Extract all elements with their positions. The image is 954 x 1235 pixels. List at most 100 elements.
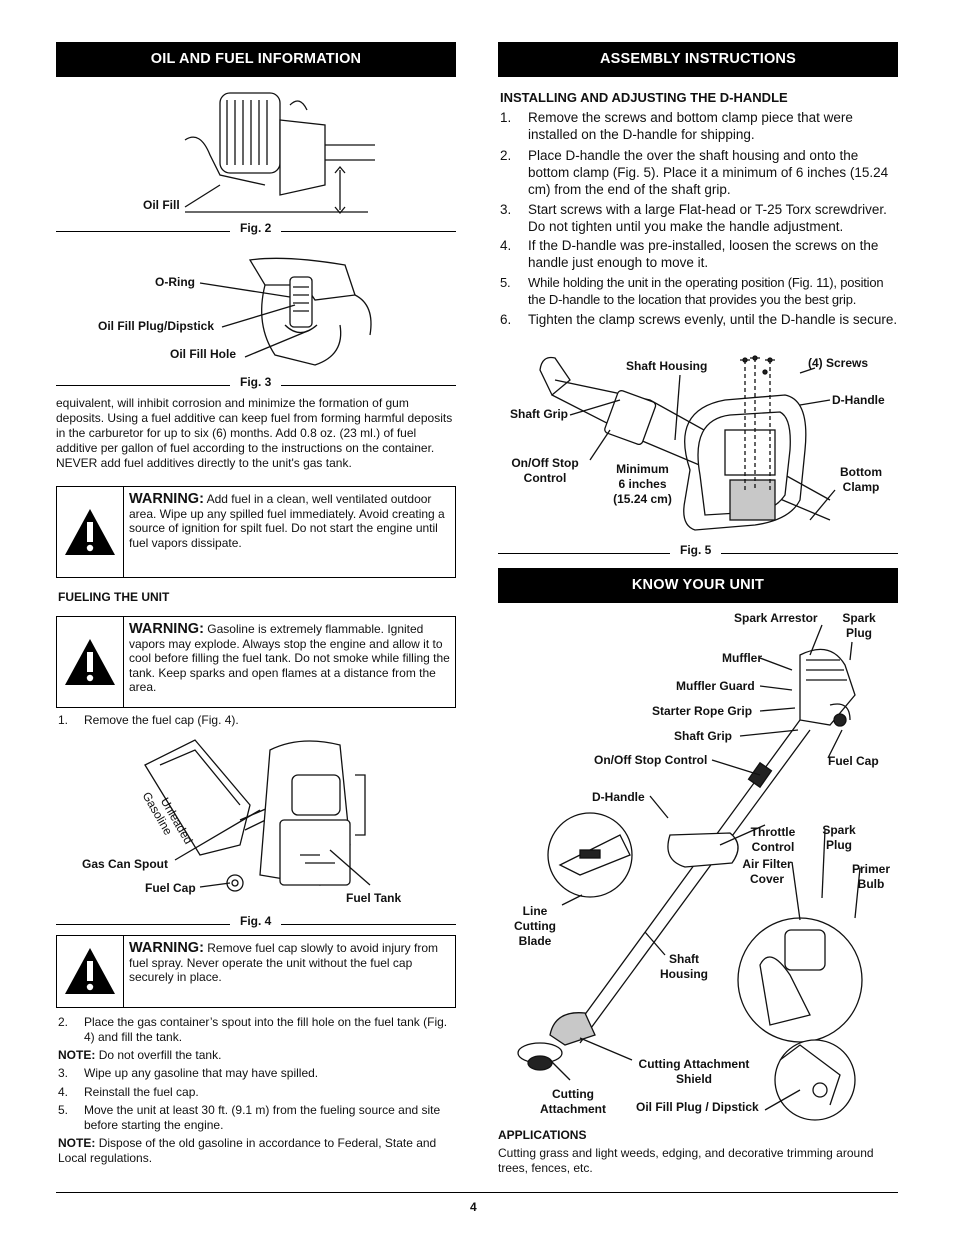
d-handle-label: D-Handle [592,790,645,804]
step-text: Tighten the clamp screws evenly, until t… [528,312,898,327]
step-text: While holding the unit in the operating … [528,275,884,307]
fig2-oil-fill-label: Oil Fill [143,198,180,212]
applications-title: APPLICATIONS [498,1128,587,1142]
note-overfill: NOTE: Do not overfill the tank. [58,1048,454,1063]
step-number: 1. [58,713,69,727]
min-line3: (15.24 cm) [613,492,672,506]
step-number: 5. [500,275,511,290]
step-3: 3. Wipe up any gasoline that may have sp… [58,1066,454,1081]
warning2-title: WARNING: [129,621,204,637]
starter-rope-label: Starter Rope Grip [652,704,753,718]
trimmer-overview-illustration [517,648,863,1121]
unit-leader-lines [549,624,861,1111]
primer-line1: Primer [851,862,891,876]
shaft-line1: Shaft [669,952,699,966]
spark-line1: Spark [842,611,876,625]
step-text: Remove the fuel cap (Fig. 4). [84,713,239,727]
fig3-plug-label: Oil Fill Plug/Dipstick [98,319,215,333]
onoff-line1: On/Off Stop [511,456,579,470]
spark-line2: Plug [846,626,872,640]
fueling-the-unit-title: FUELING THE UNIT [58,590,170,604]
step-text: Remove the screws and bottom clamp piece… [528,110,853,142]
assembly-step-6: 6. Tighten the clamp screws evenly, unti… [500,311,898,328]
warning-triangle-icon [57,487,124,577]
cut-line2: Attachment [539,1102,606,1116]
shield-line1: Cutting Attachment [638,1057,750,1071]
line-cutting-blade-label: Line Cutting Blade [508,904,562,949]
shaft-line2: Housing [660,967,708,981]
note-dispose: NOTE: Dispose of the old gasoline in acc… [58,1136,448,1166]
shaft-housing-label: Shaft Housing [654,952,714,982]
air-filter-label: Air Filter Cover [737,857,797,887]
page-number: 4 [470,1200,477,1214]
step-2: 2. Place the gas container’s spout into … [58,1015,448,1045]
step-text: Place the gas container’s spout into the… [84,1015,448,1044]
step-text: Start screws with a large Flat-head or T… [528,202,887,234]
footer-rule [56,1192,898,1193]
fig2-engine-illustration [184,92,375,215]
shield-line2: Shield [675,1072,712,1086]
cutting-attachment-label: Cutting Attachment [536,1087,610,1117]
fig4-tank-label: Fuel Tank [346,891,402,905]
fig5-minimum-label: Minimum 6 inches (15.24 cm) [605,462,680,507]
step-4: 4. Reinstall the fuel cap. [58,1085,454,1100]
applications-text: Cutting grass and light weeds, edging, a… [498,1146,874,1175]
fig5-d-handle-illustration [539,355,831,531]
step-number: 2. [58,1015,69,1029]
throttle-control-label: Throttle Control [745,825,801,855]
step-number: 3. [500,202,512,217]
min-line2: 6 inches [618,477,667,491]
warning3-text: Remove fuel cap slowly to avoid injury f… [129,941,439,984]
muffler-guard-label: Muffler Guard [676,679,755,693]
blade-line3: Blade [518,934,552,948]
step-1-remove-cap: 1. Remove the fuel cap (Fig. 4). [58,713,454,728]
fig4-cap-label: Fuel Cap [145,881,196,895]
spark-plug-2-label: Spark Plug [816,823,862,853]
assembly-step-2: 2. Place D-handle the over the shaft hou… [500,147,898,198]
air-line1: Air Filter [742,857,792,871]
min-line1: Minimum [616,462,669,476]
fig3-oil-fill-illustration [248,257,372,366]
warning-box-flammable: WARNING: Gasoline is extremely flammable… [56,616,456,708]
bottom-line1: Bottom [840,465,882,479]
bottom-line2: Clamp [842,480,880,494]
onoff-line2: Control [523,471,567,485]
fig5-shaft-grip-label: Shaft Grip [510,407,569,421]
cut-line1: Cutting [552,1087,594,1101]
fig5-bottom-clamp-label: Bottom Clamp [833,465,889,495]
spark2-line2: Plug [826,838,852,852]
throttle-line1: Throttle [750,825,796,839]
spark2-line1: Spark [822,823,856,837]
step-text: Move the unit at least 30 ft. (9.1 m) fr… [84,1103,441,1132]
step-text: Wipe up any gasoline that may have spill… [84,1066,319,1080]
fig3-caption: Fig. 3 [230,375,282,389]
step-number: 2. [500,148,512,163]
step-text: Reinstall the fuel cap. [84,1085,199,1099]
warning1-text: Add fuel in a clean, well ventilated out… [129,492,445,550]
step-text: Place D-handle the over the shaft housin… [528,148,889,197]
warning-triangle-icon [57,617,124,707]
step-number: 4. [58,1085,69,1099]
shield-label: Cutting Attachment Shield [632,1057,756,1087]
primer-line2: Bulb [857,877,885,891]
assembly-step-1: 1. Remove the screws and bottom clamp pi… [500,109,898,143]
fig3-leader-lines [199,282,311,358]
oil-fuel-header: OIL AND FUEL INFORMATION [56,42,456,77]
fig4-spout-label: Gas Can Spout [82,857,169,871]
shaft-grip-label: Shaft Grip [674,729,733,743]
air-line2: Cover [749,872,784,886]
assembly-header: ASSEMBLY INSTRUCTIONS [498,42,898,77]
d-handle-subtitle: INSTALLING AND ADJUSTING THE D-HANDLE [500,90,788,105]
fuel-additive-paragraph: equivalent, will inhibit corrosion and m… [56,396,453,470]
assembly-step-5: 5. While holding the unit in the operati… [500,274,898,308]
warning-box-ventilation: WARNING: Add fuel in a clean, well venti… [56,486,456,578]
fuel-cap-label: Fuel Cap [828,754,879,768]
step-number: 1. [500,110,512,125]
step-text: If the D-handle was pre-installed, loose… [528,238,879,270]
fig5-d-handle-label: D-Handle [832,393,885,407]
step-number: 6. [500,312,512,327]
note-text: Do not overfill the tank. [98,1048,222,1062]
fig3-hole-label: Oil Fill Hole [170,347,237,361]
fig5-screws-label: (4) Screws [808,356,869,370]
fig2-leader-lines [184,184,368,213]
